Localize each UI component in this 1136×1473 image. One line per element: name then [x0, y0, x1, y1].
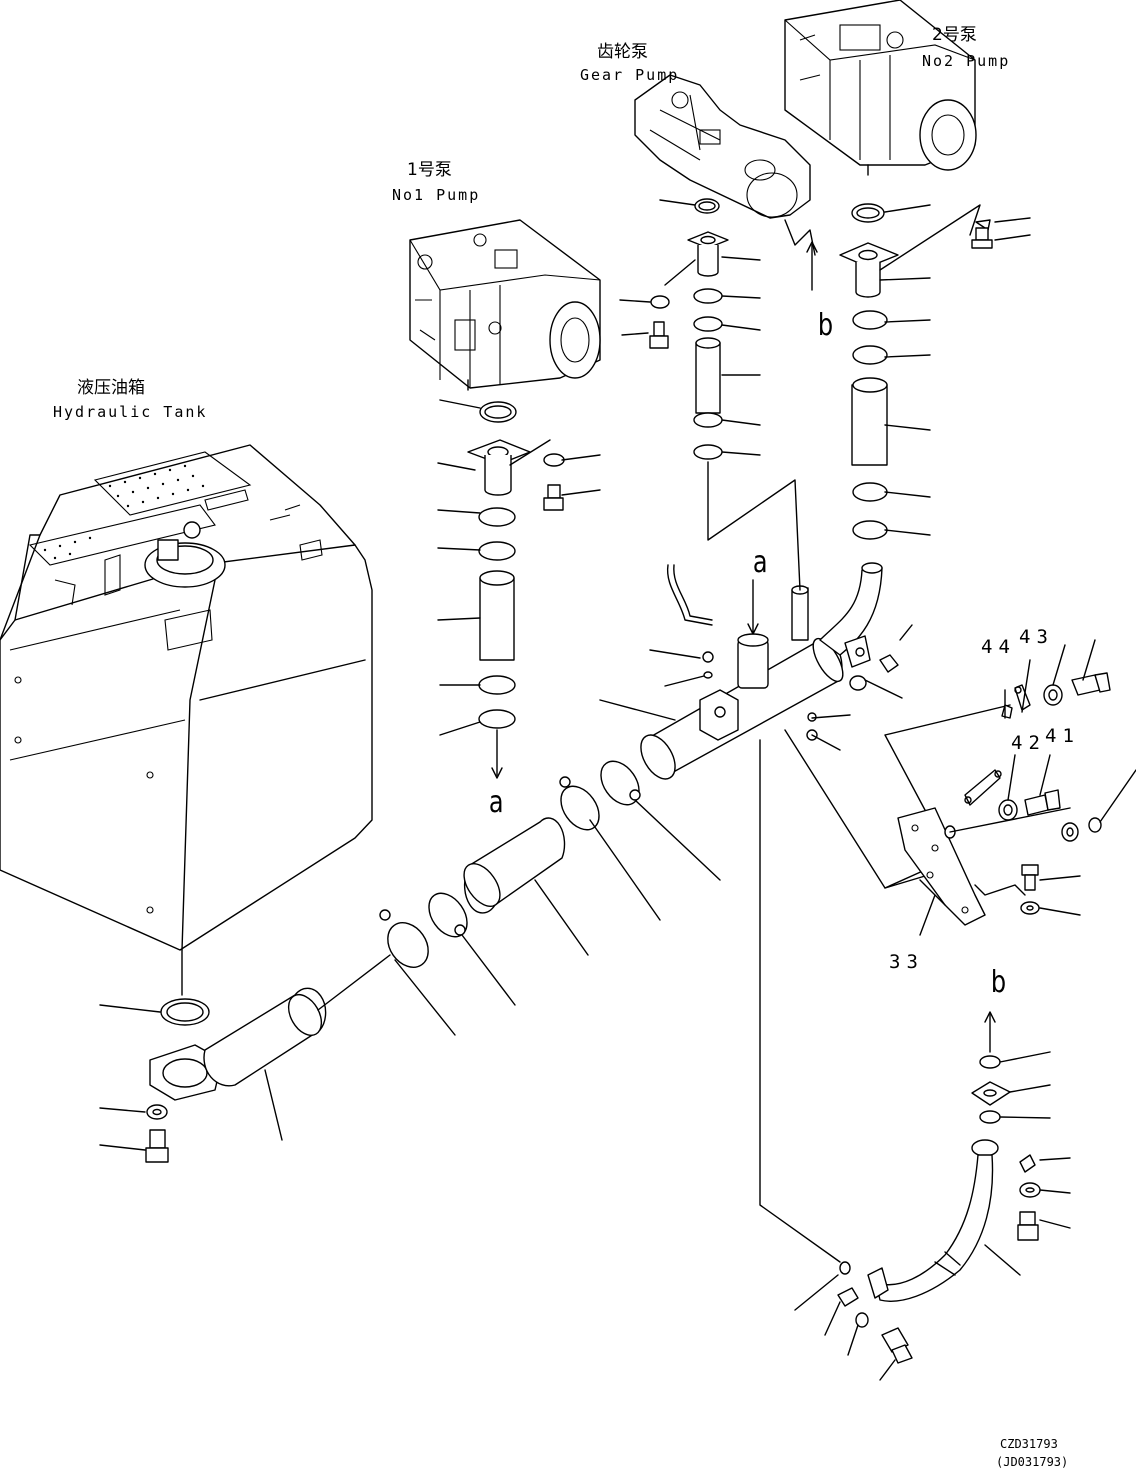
- drawing-code-alt: (JD031793): [996, 1455, 1069, 1469]
- bracket-33: [884, 639, 1136, 936]
- suction-elbow: [99, 987, 327, 1163]
- no1-pump: [409, 219, 601, 391]
- suction-manifold: [599, 562, 946, 1263]
- connector-b-label-upper: b: [817, 308, 834, 343]
- no1-pump-line: [437, 399, 601, 779]
- gear-pump-label-en: Gear Pump: [580, 66, 680, 84]
- gear-pump-line: [619, 198, 801, 591]
- drawing-code: CZD31793: [1000, 1437, 1058, 1451]
- part-number-33: 33: [889, 951, 924, 973]
- no2-pump: [784, 0, 977, 176]
- connector-a-label-left: a: [488, 785, 504, 820]
- no2-pump-label-en: No2 Pump: [922, 52, 1011, 70]
- part-number-42: 42: [1011, 732, 1046, 754]
- suction-hose-run: [317, 760, 721, 1036]
- connector-a-center: [747, 579, 759, 635]
- connector-a-label-center: a: [752, 545, 768, 580]
- part-number-41: 41: [1045, 725, 1080, 747]
- no2-pump-label-cn: 2号泵: [932, 25, 977, 45]
- hydraulic-tank: [0, 444, 373, 996]
- part-number-43: 43: [1019, 626, 1054, 648]
- part-number-44: 44: [981, 636, 1016, 658]
- hydraulic-tank-label-cn: 液压油箱: [77, 378, 145, 398]
- bottom-right-pipe: [794, 1011, 1071, 1381]
- no2-pump-line: [839, 203, 1031, 540]
- gear-pump: [634, 74, 816, 256]
- connector-b-label-lower: b: [990, 965, 1007, 1000]
- no1-pump-label-en: No1 Pump: [392, 186, 481, 204]
- hydraulic-tank-label-en: Hydraulic Tank: [53, 403, 208, 421]
- connector-b-upper: [806, 241, 818, 291]
- gear-pump-label-cn: 齿轮泵: [597, 42, 648, 62]
- no1-pump-label-cn: 1号泵: [407, 160, 452, 180]
